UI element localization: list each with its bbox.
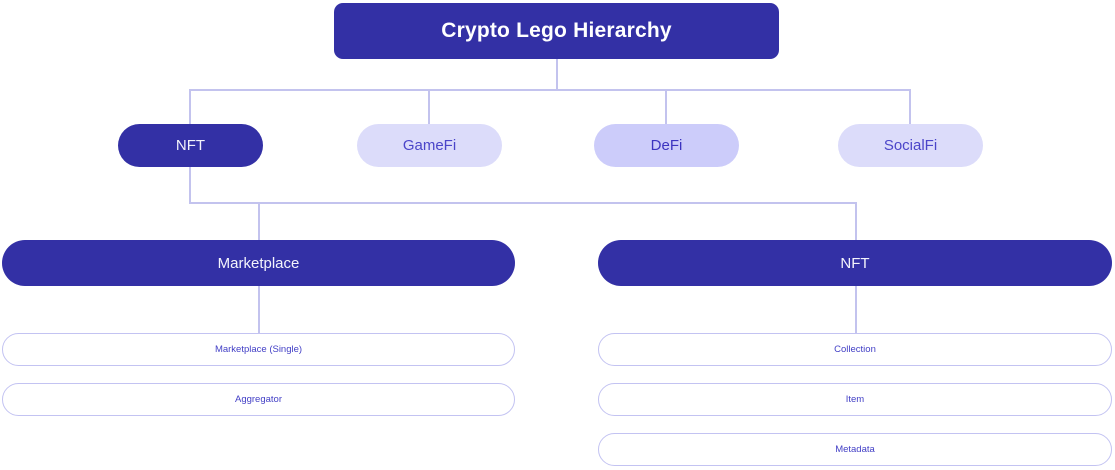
- node-defi-category-label: DeFi: [650, 137, 683, 154]
- leaf-item-label: Item: [845, 394, 865, 405]
- leaf-aggregator[interactable]: Aggregator: [2, 383, 515, 416]
- connector-to-defi: [665, 89, 667, 125]
- connector-to-nft-level3: [855, 202, 857, 240]
- node-socialfi-category-label: SocialFi: [883, 137, 938, 154]
- connector-marketplace-leaves: [258, 285, 260, 335]
- connector-root-stem: [556, 58, 558, 91]
- connector-to-marketplace: [258, 202, 260, 240]
- connector-to-gamefi: [428, 89, 430, 125]
- node-defi-category[interactable]: DeFi: [594, 124, 739, 167]
- leaf-marketplace-single-label: Marketplace (Single): [214, 344, 303, 355]
- node-nft-category-label: NFT: [175, 137, 206, 154]
- node-nft-category[interactable]: NFT: [118, 124, 263, 167]
- connector-level2-bus: [189, 89, 911, 91]
- leaf-marketplace-single[interactable]: Marketplace (Single): [2, 333, 515, 366]
- leaf-aggregator-label: Aggregator: [234, 394, 282, 405]
- node-marketplace-label: Marketplace: [217, 254, 300, 272]
- leaf-collection-label: Collection: [834, 344, 876, 355]
- leaf-collection[interactable]: Collection: [598, 333, 1112, 366]
- leaf-metadata[interactable]: Metadata: [598, 433, 1112, 466]
- connector-nft-leaves: [855, 285, 857, 335]
- node-gamefi-category[interactable]: GameFi: [357, 124, 502, 167]
- node-gamefi-category-label: GameFi: [402, 137, 457, 154]
- connector-level3-bus: [189, 202, 857, 204]
- leaf-metadata-label: Metadata: [835, 444, 875, 455]
- node-marketplace[interactable]: Marketplace: [2, 240, 515, 286]
- node-nft-subtree[interactable]: NFT: [598, 240, 1112, 286]
- connector-nft-stem: [189, 166, 191, 204]
- root-node-label: Crypto Lego Hierarchy: [441, 19, 672, 42]
- leaf-item[interactable]: Item: [598, 383, 1112, 416]
- connector-to-nft: [189, 89, 191, 125]
- root-node-title[interactable]: Crypto Lego Hierarchy: [334, 3, 779, 59]
- connector-to-socialfi: [909, 89, 911, 125]
- node-nft-subtree-label: NFT: [840, 254, 870, 272]
- node-socialfi-category[interactable]: SocialFi: [838, 124, 983, 167]
